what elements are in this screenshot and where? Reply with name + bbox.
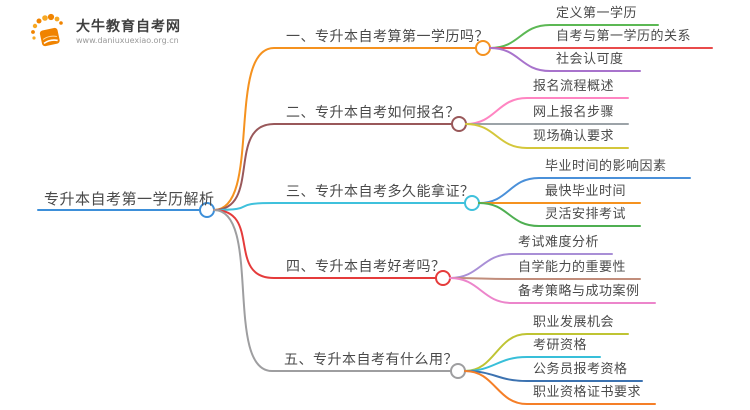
site-url: www.daniuxuexiao.org.cn	[76, 36, 179, 45]
root-node: 专升本自考第一学历解析	[44, 190, 215, 208]
child-node-4-3: 备考策略与成功案例	[518, 284, 640, 299]
child-node-1-1: 定义第一学历	[556, 6, 638, 21]
child-node-2-3: 现场确认要求	[533, 129, 615, 144]
logo-text: 大牛教育自考网 www.daniuxuexiao.org.cn	[76, 18, 181, 46]
connector-line	[449, 253, 613, 279]
connector-line	[478, 202, 641, 227]
child-node-5-2: 考研资格	[533, 338, 588, 353]
connector-line	[213, 209, 452, 372]
branch-node-1: 一、专升本自考算第一学历吗？	[286, 29, 489, 45]
child-node-2-2: 网上报名步骤	[533, 105, 615, 120]
connector-line	[213, 209, 437, 279]
connector-line	[464, 370, 656, 405]
connector-line	[449, 277, 641, 280]
site-logo: 大牛教育自考网 www.daniuxuexiao.org.cn	[28, 12, 181, 52]
child-node-2-1: 报名流程概述	[533, 79, 615, 94]
child-node-5-4: 职业资格证书要求	[533, 385, 642, 400]
child-node-3-1: 毕业时间的影响因素	[545, 159, 667, 174]
connector-line	[465, 97, 629, 125]
branch-node-2: 二、专升本自考如何报名？	[286, 105, 460, 121]
branch-node-3: 三、专升本自考多久能拿证？	[286, 184, 475, 200]
logo-book-icon	[31, 13, 63, 47]
child-node-1-3: 社会认可度	[556, 52, 624, 67]
child-node-1-2: 自考与第一学历的关系	[556, 29, 692, 44]
branch-node-4: 四、专升本自考好考吗？	[286, 259, 446, 275]
child-node-3-2: 最快毕业时间	[545, 184, 627, 199]
branch-node-5: 五、专升本自考有什么用？	[284, 352, 458, 368]
connector-line	[213, 202, 466, 211]
connector-line	[213, 123, 453, 211]
child-node-3-3: 灵活安排考试	[545, 207, 627, 222]
child-node-4-1: 考试难度分析	[518, 235, 600, 250]
connector-line	[465, 123, 629, 149]
connector-line	[449, 277, 656, 304]
site-name: 大牛教育自考网	[76, 19, 181, 35]
connector-line	[478, 177, 691, 204]
child-node-5-1: 职业发展机会	[533, 315, 615, 330]
child-node-5-3: 公务员报考资格	[533, 362, 628, 377]
connector-line	[489, 47, 641, 72]
connector-line	[213, 47, 477, 211]
child-node-4-2: 自学能力的重要性	[518, 260, 627, 275]
